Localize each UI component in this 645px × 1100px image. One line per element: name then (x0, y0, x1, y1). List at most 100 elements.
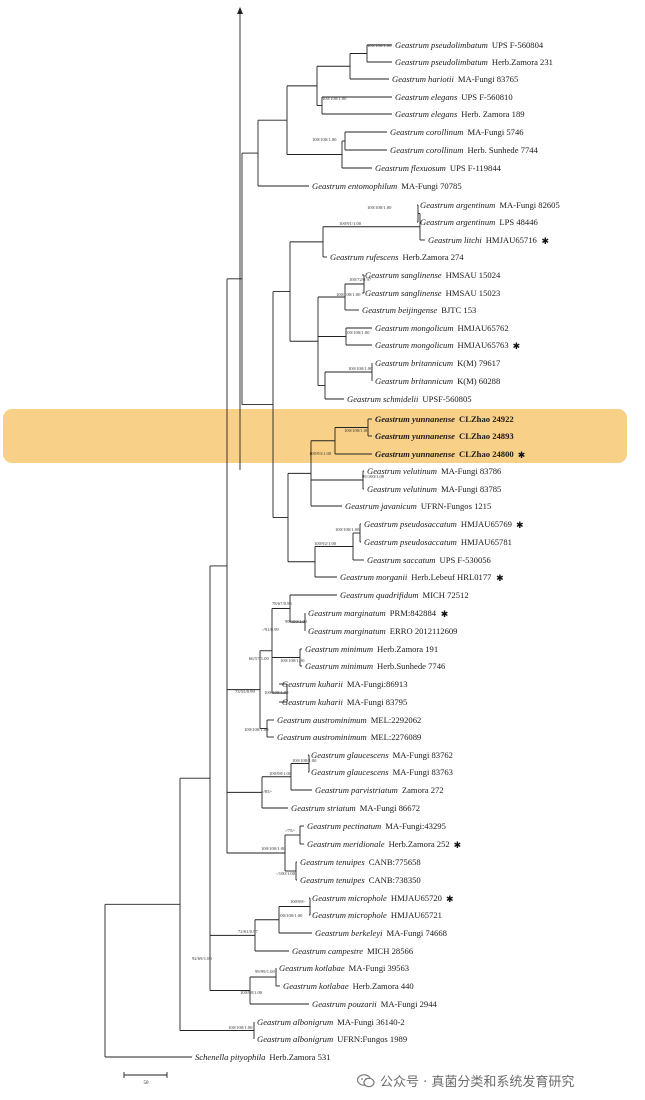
highlight-box (3, 409, 627, 463)
taxon-species: Geastrum kuharii (282, 679, 343, 689)
support-value: 78/67/0.95 (272, 601, 292, 606)
taxon-voucher: HMSAU 15024 (446, 270, 501, 280)
taxon-species: Geastrum flexuosum (375, 163, 446, 173)
taxon-species: Geastrum morganii (340, 572, 408, 582)
taxon-label: Geastrum campestre MICH 28566 (292, 946, 414, 956)
taxon-species: Geastrum rufescens (330, 252, 399, 262)
taxon-species: Geastrum campestre (292, 946, 363, 956)
taxon-label: Geastrum striatum MA-Fungi 86672 (291, 803, 420, 813)
scale-bar-label: 50 (144, 1081, 150, 1086)
taxon-species: Geastrum marginatum (308, 626, 386, 636)
taxon-species: Geastrum pouzarii (312, 999, 377, 1009)
asterisk-icon: ✱ (516, 521, 524, 531)
support-value: 92/69/1.00 (192, 956, 212, 961)
taxon-voucher: HMJAU65720 (391, 893, 442, 903)
taxon-species: Geastrum microphole (312, 910, 387, 920)
support-value: 100/93/1.00 (309, 451, 332, 456)
support-value: 100/100/1.00 (292, 758, 317, 763)
taxon-label: Geastrum flexuosum UPS F-119844 (375, 163, 502, 173)
support-value: 99/100/1.00 (285, 619, 308, 624)
support-value: 100/100/1.00 (280, 658, 305, 663)
taxon-species: Geastrum hariotii (392, 74, 454, 84)
taxon-voucher: MA-Fungi 83762 (393, 750, 453, 760)
taxon-voucher: MA-Fungi 2944 (381, 999, 438, 1009)
taxon-voucher: PRM:842884 (390, 608, 437, 618)
taxon-species: Geastrum entomophilum (312, 181, 397, 191)
taxon-voucher: HMJAU65762 (458, 323, 509, 333)
taxon-species: Geastrum mongolicum (375, 340, 454, 350)
taxon-voucher: MA-Fungi 74668 (387, 928, 447, 938)
taxon-species: Geastrum berkeleyi (315, 928, 383, 938)
taxon-voucher: UPS F-119844 (450, 163, 502, 173)
taxon-species: Geastrum austrominimum (277, 732, 367, 742)
taxon-voucher: CLZhao 24800 (459, 449, 514, 459)
support-value: 99/100/1.00 (362, 474, 385, 479)
taxon-species: Geastrum albonigrum (257, 1034, 333, 1044)
taxon-voucher: MA-Fungi 86672 (360, 803, 420, 813)
taxon-voucher: UPS F-560810 (461, 92, 512, 102)
taxon-species: Geastrum marginatum (308, 608, 386, 618)
taxon-voucher: CLZhao 24922 (459, 414, 514, 424)
taxon-label: Geastrum beijingense BJTC 153 (362, 305, 476, 315)
taxon-species: Geastrum pseudosaccatum (364, 537, 457, 547)
support-value: 100/100/1.00 (244, 727, 269, 732)
taxon-voucher: MA-Fungi:86913 (347, 679, 408, 689)
taxon-species: Geastrum yunnanense (375, 449, 455, 459)
taxon-species: Schenella pityophila (195, 1052, 265, 1062)
taxon-voucher: Zamora 272 (402, 785, 444, 795)
taxon-species: Geastrum britannicum (375, 358, 453, 368)
wechat-icon (357, 1073, 375, 1087)
taxon-voucher: BJTC 153 (441, 305, 476, 315)
taxon-voucher: MEL:2276089 (371, 732, 422, 742)
taxon-voucher: Herb.Zamora 231 (492, 57, 553, 67)
taxon-species: Geastrum glaucescens (311, 750, 389, 760)
asterisk-icon: ✱ (454, 841, 462, 851)
taxon-species: Geastrum corollinum (390, 127, 463, 137)
support-value: 100/98/1.00 (240, 990, 263, 995)
taxon-label: Geastrum argentinum LPS 48446 (420, 217, 539, 227)
taxon-species: Geastrum beijingense (362, 305, 437, 315)
support-value: 100/100/1.00 (367, 205, 392, 210)
taxon-label: Geastrum marginatum PRM:842884 (308, 608, 437, 618)
taxon-species: Geastrum striatum (291, 803, 356, 813)
taxon-species: Geastrum meridionale (307, 839, 385, 849)
taxon-voucher: MICH 28566 (367, 946, 414, 956)
support-value: 100/100/1.00 (312, 137, 337, 142)
taxon-species: Geastrum velutinum (367, 484, 437, 494)
watermark-text: 公众号 · 真菌分类和系统发育研究 (380, 1075, 575, 1090)
asterisk-icon: ✱ (441, 610, 449, 620)
taxon-label: Geastrum pouzarii MA-Fungi 2944 (312, 999, 438, 1009)
asterisk-icon: ✱ (542, 237, 550, 247)
taxon-voucher: LPS 48446 (499, 217, 538, 227)
taxon-voucher: HMSAU 15023 (446, 288, 501, 298)
taxon-voucher: MA-Fungi 70785 (401, 181, 461, 191)
support-value: 100/100/1.00 (261, 846, 286, 851)
support-value: 100/99/- (290, 899, 306, 904)
taxon-species: Geastrum argentinum (420, 217, 495, 227)
taxon-species: Geastrum pectinatum (307, 821, 381, 831)
support-value: -/85/- (262, 789, 273, 794)
support-value: 100/98/1.00 (269, 771, 292, 776)
taxon-voucher: HMJAU65721 (391, 910, 442, 920)
taxon-species: Geastrum kotlabae (279, 963, 345, 973)
support-value: 73/55/0.99 (235, 689, 255, 694)
taxon-species: Geastrum schmidelii (347, 394, 419, 404)
tree-branches (104, 7, 425, 1058)
taxon-label: Geastrum yunnanense CLZhao 24800 (375, 449, 514, 459)
support-value: 100/100/1.00 (264, 690, 289, 695)
taxon-voucher: MA-Fungi 83786 (441, 466, 502, 476)
taxon-species: Geastrum microphole (312, 893, 387, 903)
